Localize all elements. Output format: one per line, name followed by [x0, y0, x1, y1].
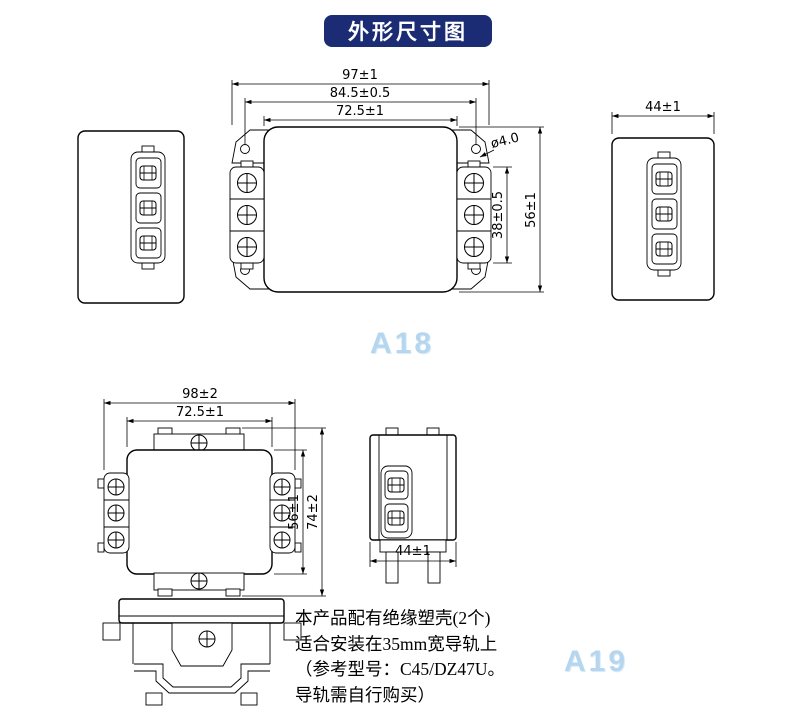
din-rail-profile — [134, 663, 270, 694]
terminal-block — [380, 465, 413, 539]
bottom-side-view: 44±1 — [369, 427, 457, 584]
dim-label: 84.5±0.5 — [330, 86, 391, 101]
dim-label: 56±1 — [524, 192, 539, 228]
top-front-view — [229, 126, 492, 293]
dim-body-height-bottom: 56±1 — [274, 449, 307, 575]
dim-label: 97±1 — [342, 68, 378, 83]
top-left-side-view — [77, 130, 185, 304]
watermark-a18: A18 — [370, 327, 435, 360]
terminal-screw-icon — [107, 478, 125, 549]
dim-label: 74±2 — [306, 494, 321, 530]
dim-label: 72.5±1 — [336, 104, 384, 119]
dim-label: 56±1 — [287, 494, 302, 530]
bottom-mounting-bracket — [153, 572, 245, 597]
bracket-plate — [118, 598, 285, 624]
right-terminal-strip — [456, 160, 492, 270]
note-line-4: 导轨需自行购买） — [295, 684, 435, 705]
dim-overall-height-top: 56±1 — [459, 126, 544, 293]
dim-hole-spacing-top: 84.5±0.5 — [244, 86, 477, 144]
terminal-screw-icon — [655, 171, 673, 257]
terminal-screw-icon — [464, 173, 484, 257]
dim-depth-top: 44±1 — [611, 100, 715, 134]
terminal-screw-icon — [139, 165, 157, 251]
note-line-3: （参考型号：C45/DZ47U。 — [295, 659, 505, 679]
front-view-body — [263, 126, 458, 293]
dim-body-width-bottom: 72.5±1 — [126, 405, 273, 447]
dim-label: 98±2 — [182, 387, 218, 402]
dim-label: 44±1 — [645, 100, 681, 115]
terminal-screw-icon — [237, 173, 257, 257]
dim-depth-bottom: 44±1 — [369, 542, 457, 567]
dim-overall-width-bottom: 98±2 — [103, 387, 296, 470]
terminal-block — [130, 145, 166, 270]
dim-body-width-top: 72.5±1 — [263, 104, 458, 126]
installation-note: 本产品配有绝缘塑壳(2个) 适合安装在35mm宽导轨上 （参考型号：C45/DZ… — [295, 606, 505, 708]
terminal-block — [646, 151, 682, 277]
left-terminal-strip — [97, 472, 130, 554]
dim-terminal-span-top: 38±0.5 — [491, 166, 512, 264]
dim-label: 72.5±1 — [176, 405, 224, 420]
bottom-front-view — [97, 427, 302, 597]
bracket-screw-icon — [190, 572, 208, 590]
din-rail-bracket-view — [102, 598, 302, 706]
left-terminal-strip — [229, 160, 265, 270]
bracket-screw-icon — [190, 434, 208, 452]
clip-screw-icon — [198, 630, 216, 648]
front-view-body — [126, 449, 273, 575]
dim-label: 38±0.5 — [491, 191, 506, 239]
dim-overall-width-top: 97±1 — [231, 68, 490, 125]
top-mounting-bracket — [153, 427, 245, 452]
note-line-2: 适合安装在35mm宽导轨上 — [295, 633, 498, 654]
dim-overall-height-bottom: 74±2 — [242, 427, 326, 597]
note-line-1: 本产品配有绝缘塑壳(2个) — [295, 608, 491, 628]
dim-label: 44±1 — [395, 544, 431, 559]
dim-label: ø4.0 — [489, 130, 520, 151]
page-title: 外形尺寸图 — [324, 15, 492, 47]
dim-hole-diameter: ø4.0 — [479, 130, 521, 158]
watermark-a19: A19 — [564, 645, 629, 678]
top-right-side-view — [611, 137, 715, 301]
